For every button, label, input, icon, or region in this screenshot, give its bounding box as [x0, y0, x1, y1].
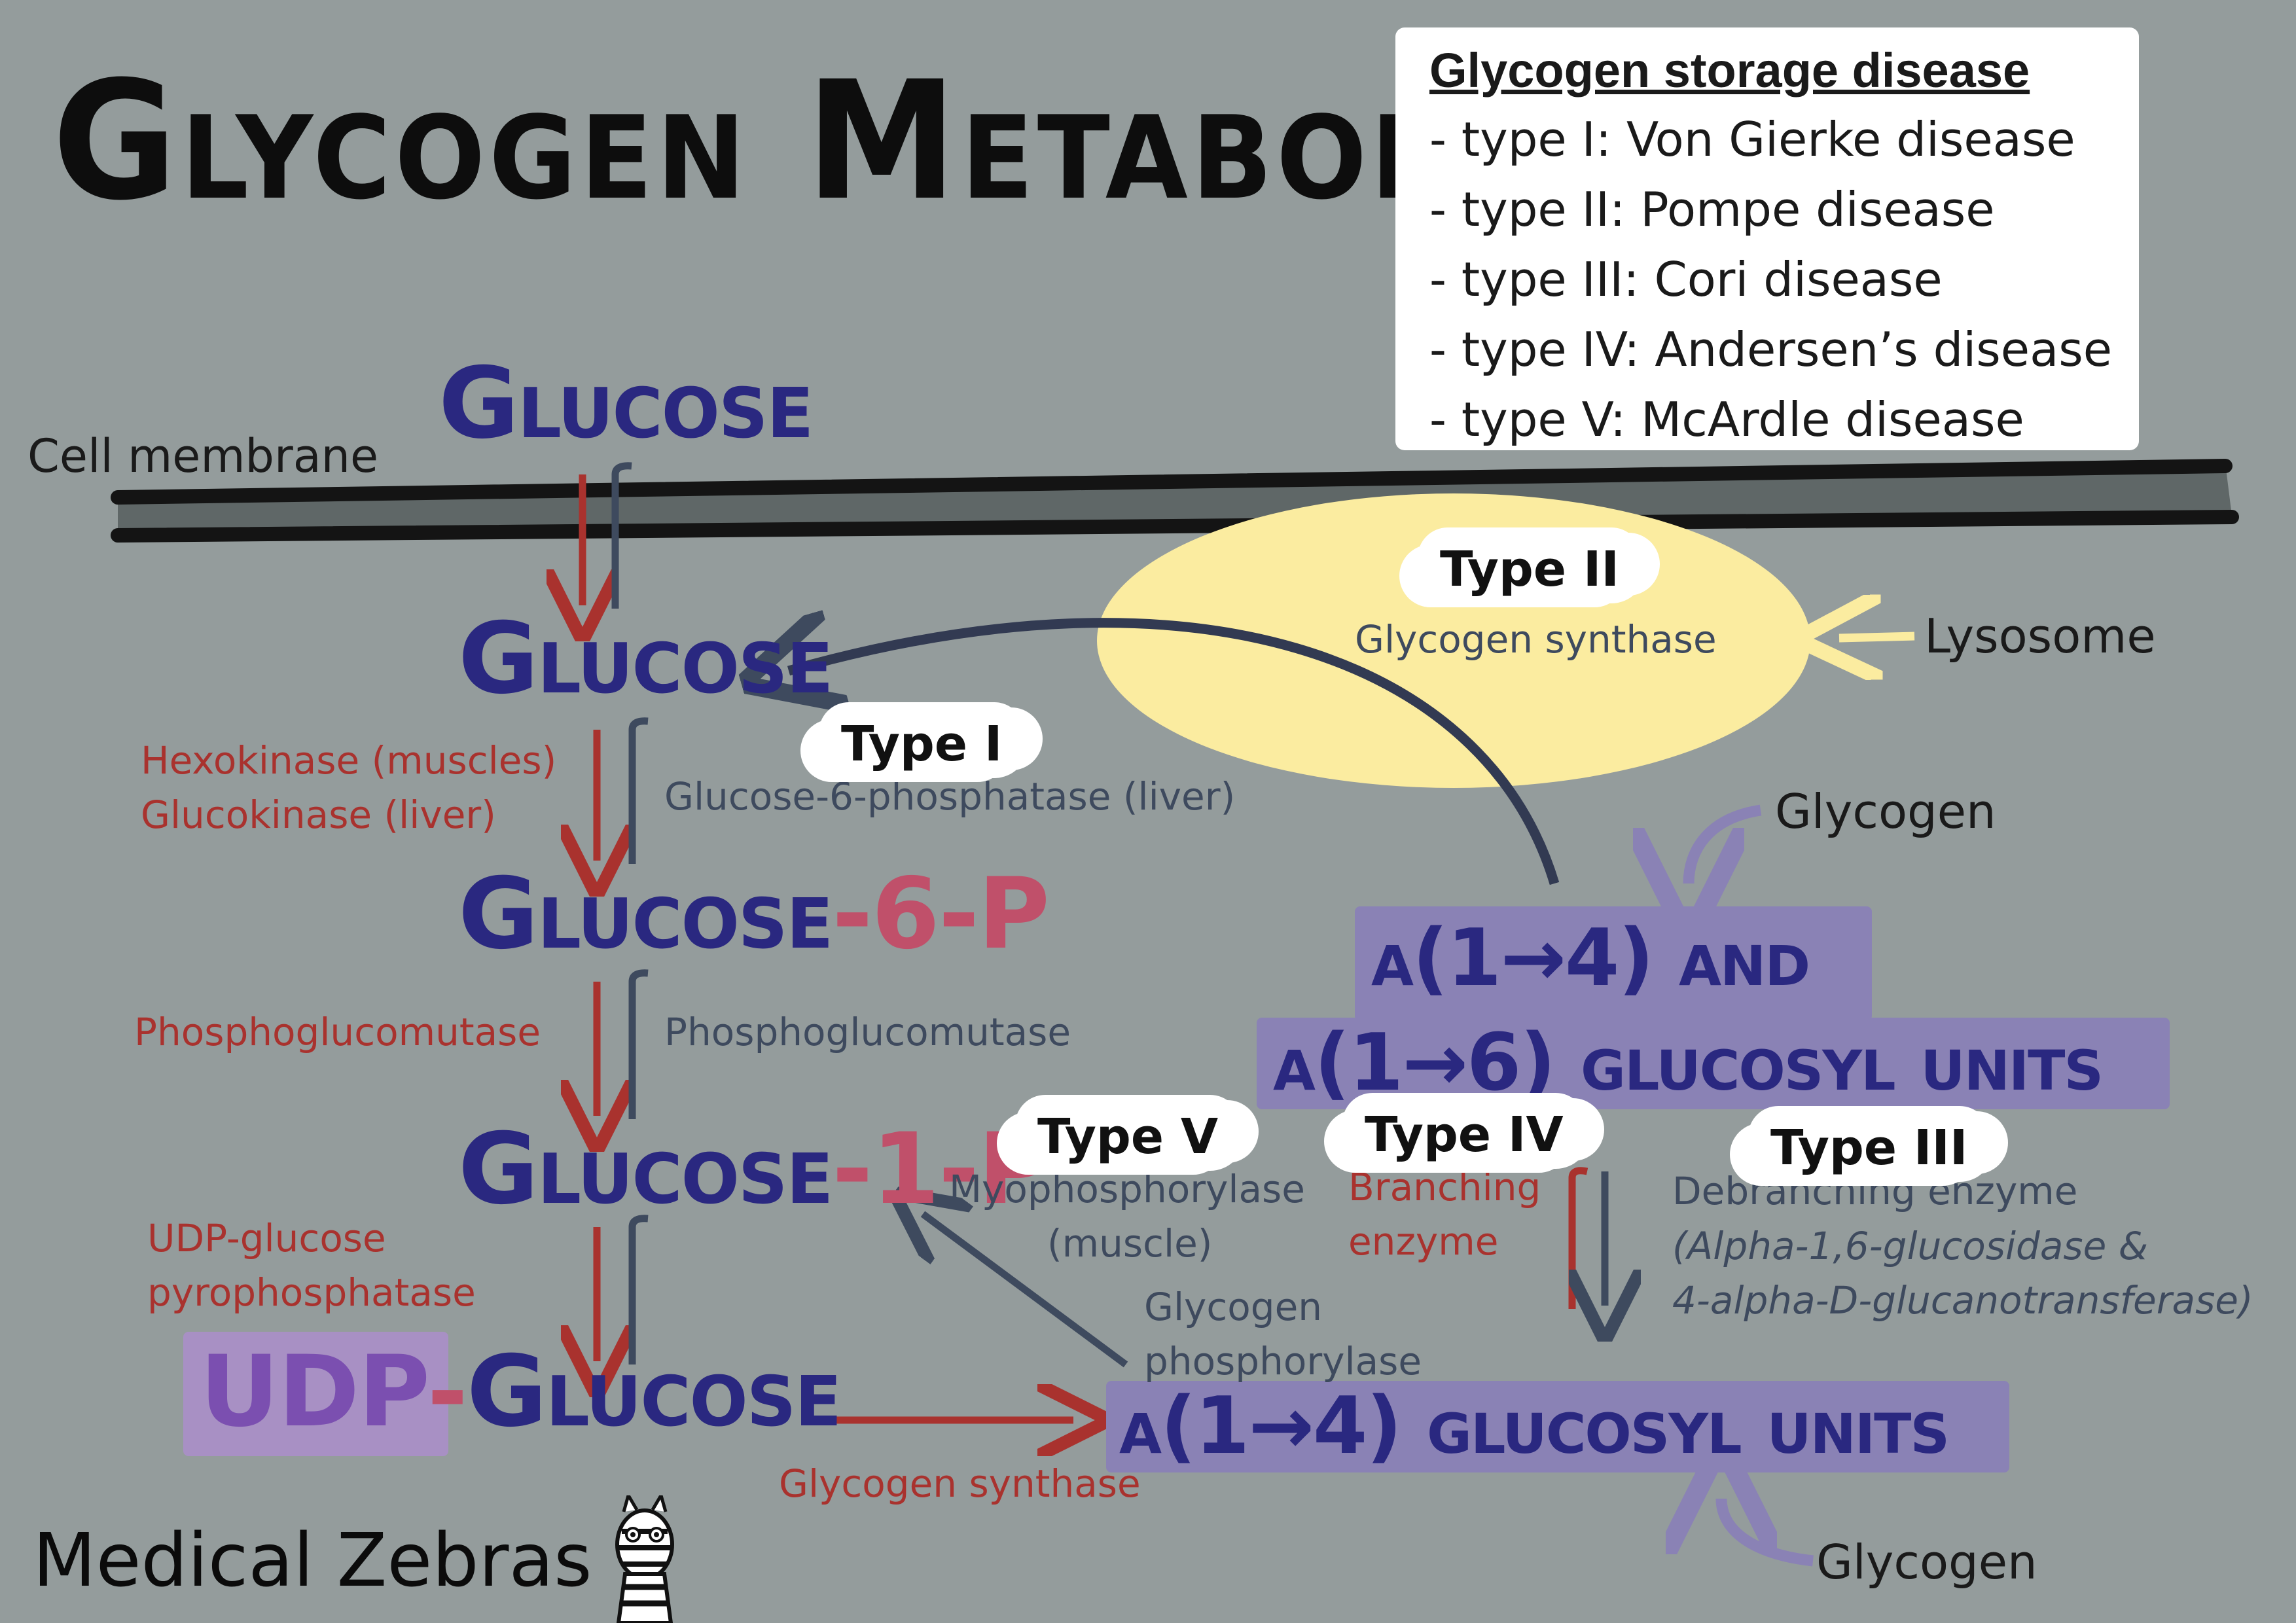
arrow-glycogen-phosphorylase [923, 1214, 1128, 1368]
udp-highlight [183, 1332, 448, 1456]
zebra-logo-icon [615, 1495, 674, 1623]
arrow-glycogen-bottom [1721, 1499, 1814, 1567]
glucose-6-phosphate: Glucose-6-P [458, 857, 1050, 971]
branching-enzyme-line2: enzyme [1348, 1219, 1499, 1264]
lysosome-enzyme-label: Glycogen synthase [1355, 617, 1717, 662]
glycogen-phosphorylase-line1: Glycogen [1144, 1285, 1323, 1329]
g6p-base: Glucose [458, 857, 833, 971]
legend-title: Glycogen storage disease [1429, 43, 2030, 98]
debranching-enzyme-line3: 4-alpha-D-glucanotransferase) [1672, 1278, 2253, 1323]
arrow-g1p-to-g6p [628, 969, 649, 1119]
branched-glycogen-line2: α(1→6) glucosyl units [1273, 1018, 2104, 1109]
glycogen-label-bottom: Glycogen [1816, 1535, 2037, 1590]
legend-item: - type V: McArdle disease [1429, 392, 2024, 447]
pgm-reverse-label: Phosphoglucomutase [664, 1010, 1071, 1054]
arrow-branching [1568, 1167, 1588, 1309]
type-ii-cloud: Type II [1414, 535, 1645, 603]
arrow-glucose-out [611, 462, 632, 609]
udp-enzyme-line2: pyrophosphatase [147, 1270, 476, 1315]
myophosphorylase-label: Myophosphorylase [949, 1167, 1305, 1211]
cell-membrane-label: Cell membrane [27, 429, 379, 483]
glycogen-label-top: Glycogen [1775, 784, 1996, 839]
glycogen-phosphorylase-line2: phosphorylase [1144, 1339, 1422, 1383]
arrow-g6p-to-glucose [628, 717, 649, 864]
g1p-base: Glucose [458, 1113, 833, 1226]
brand-name: Medical Zebras [33, 1518, 592, 1603]
glucokinase-label: Glucokinase (liver) [141, 793, 496, 837]
debranching-enzyme-line2: (Alpha-1,6-glucosidase & [1672, 1224, 2148, 1268]
legend-item: - type III: Cori disease [1429, 252, 1943, 307]
type-iv-cloud: Type IV [1338, 1101, 1590, 1169]
udp-glucose: UDP-Glucose [200, 1335, 842, 1449]
legend-item: - type IV: Andersen’s disease [1429, 322, 2113, 377]
branched-glycogen-line1: α(1→4) and [1371, 913, 1810, 1004]
g6p-suffix: -6-P [832, 857, 1050, 971]
type-i-cloud: Type I [815, 710, 1029, 778]
udp-enzyme-line1: UDP-glucose [147, 1216, 386, 1260]
arrow-lysosome [1839, 636, 1915, 638]
udp-dash: - [427, 1335, 468, 1449]
cell-membrane [111, 459, 2239, 543]
arrow-glycogen-to-glucose [789, 623, 1560, 885]
storage-disease-legend: Glycogen storage disease - type I: Von G… [1395, 27, 2139, 450]
linear-box [1106, 1381, 2009, 1472]
glycogen-synthase-label: Glycogen synthase [779, 1461, 1141, 1506]
legend-item: - type I: Von Gierke disease [1429, 112, 2075, 167]
linear-glycogen: α(1→4) glucosyl units [1119, 1381, 1950, 1472]
glucose-outside: Glucose [439, 347, 814, 461]
branched-box-bottom [1257, 1018, 2170, 1109]
arrow-udp-to-g1p [628, 1215, 649, 1364]
hexokinase-label: Hexokinase (muscles) [141, 738, 557, 783]
lysosome-label: Lysosome [1924, 609, 2156, 664]
udp-prefix: UDP [200, 1335, 429, 1449]
glucose-1-phosphate: Glucose-1-P [458, 1113, 1050, 1226]
legend-item: - type II: Pompe disease [1429, 182, 1995, 237]
branched-box-top [1355, 906, 1872, 1021]
type-iii-cloud: Type III [1744, 1114, 1994, 1182]
pgm-forward-label: Phosphoglucomutase [134, 1010, 541, 1054]
branching-enzyme-line1: Branching [1348, 1165, 1541, 1209]
udp-base: Glucose [466, 1335, 842, 1449]
arrow-glycogen-top [1689, 804, 1762, 883]
glucose-inside: Glucose [458, 602, 833, 716]
g6pase-label: Glucose-6-phosphatase (liver) [664, 774, 1236, 819]
myophosphorylase-muscle-label: (muscle) [1047, 1221, 1213, 1266]
type-v-cloud: Type V [1011, 1103, 1245, 1171]
